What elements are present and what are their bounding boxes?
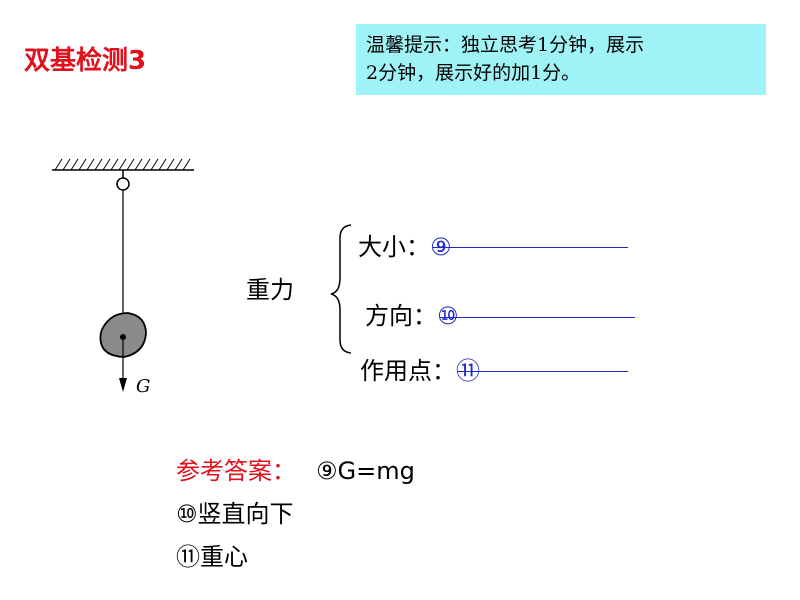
tip-line-1: 温馨提示：独立思考1分钟，展示 [366,34,645,56]
gravity-heading: 重力 [246,276,294,304]
answer-item-9: ⑨G=mg [316,457,415,485]
force-label-g: G [136,376,150,397]
point-row: 作用点：⑪ [360,351,480,386]
answer-label: 参考答案： [176,457,296,485]
magnitude-label: 大小： [358,233,430,261]
gravity-arrowhead [119,378,127,392]
answer-item-10: ⑩竖直向下 [176,500,294,528]
slide-title: 双基检测3 [24,46,147,76]
magnitude-underline [433,247,628,248]
direction-underline [440,317,635,318]
curly-brace [330,224,352,354]
ceiling [52,158,194,171]
answer-item-11: ⑪重心 [176,543,248,571]
point-label: 作用点： [360,357,456,385]
answer-row: 参考答案： ⑨G=mg [176,451,415,486]
direction-row: 方向：⑩ [365,296,459,331]
pivot-ring [116,177,130,191]
tip-box: 温馨提示：独立思考1分钟，展示 2分钟，展示好的加1分。 [356,24,766,95]
tip-line-2: 2分钟，展示好的加1分。 [366,62,581,84]
direction-label: 方向： [365,302,437,330]
magnitude-row: 大小：⑨ [358,227,452,262]
point-underline [457,371,628,372]
direction-blank-number: ⑩ [437,302,459,330]
